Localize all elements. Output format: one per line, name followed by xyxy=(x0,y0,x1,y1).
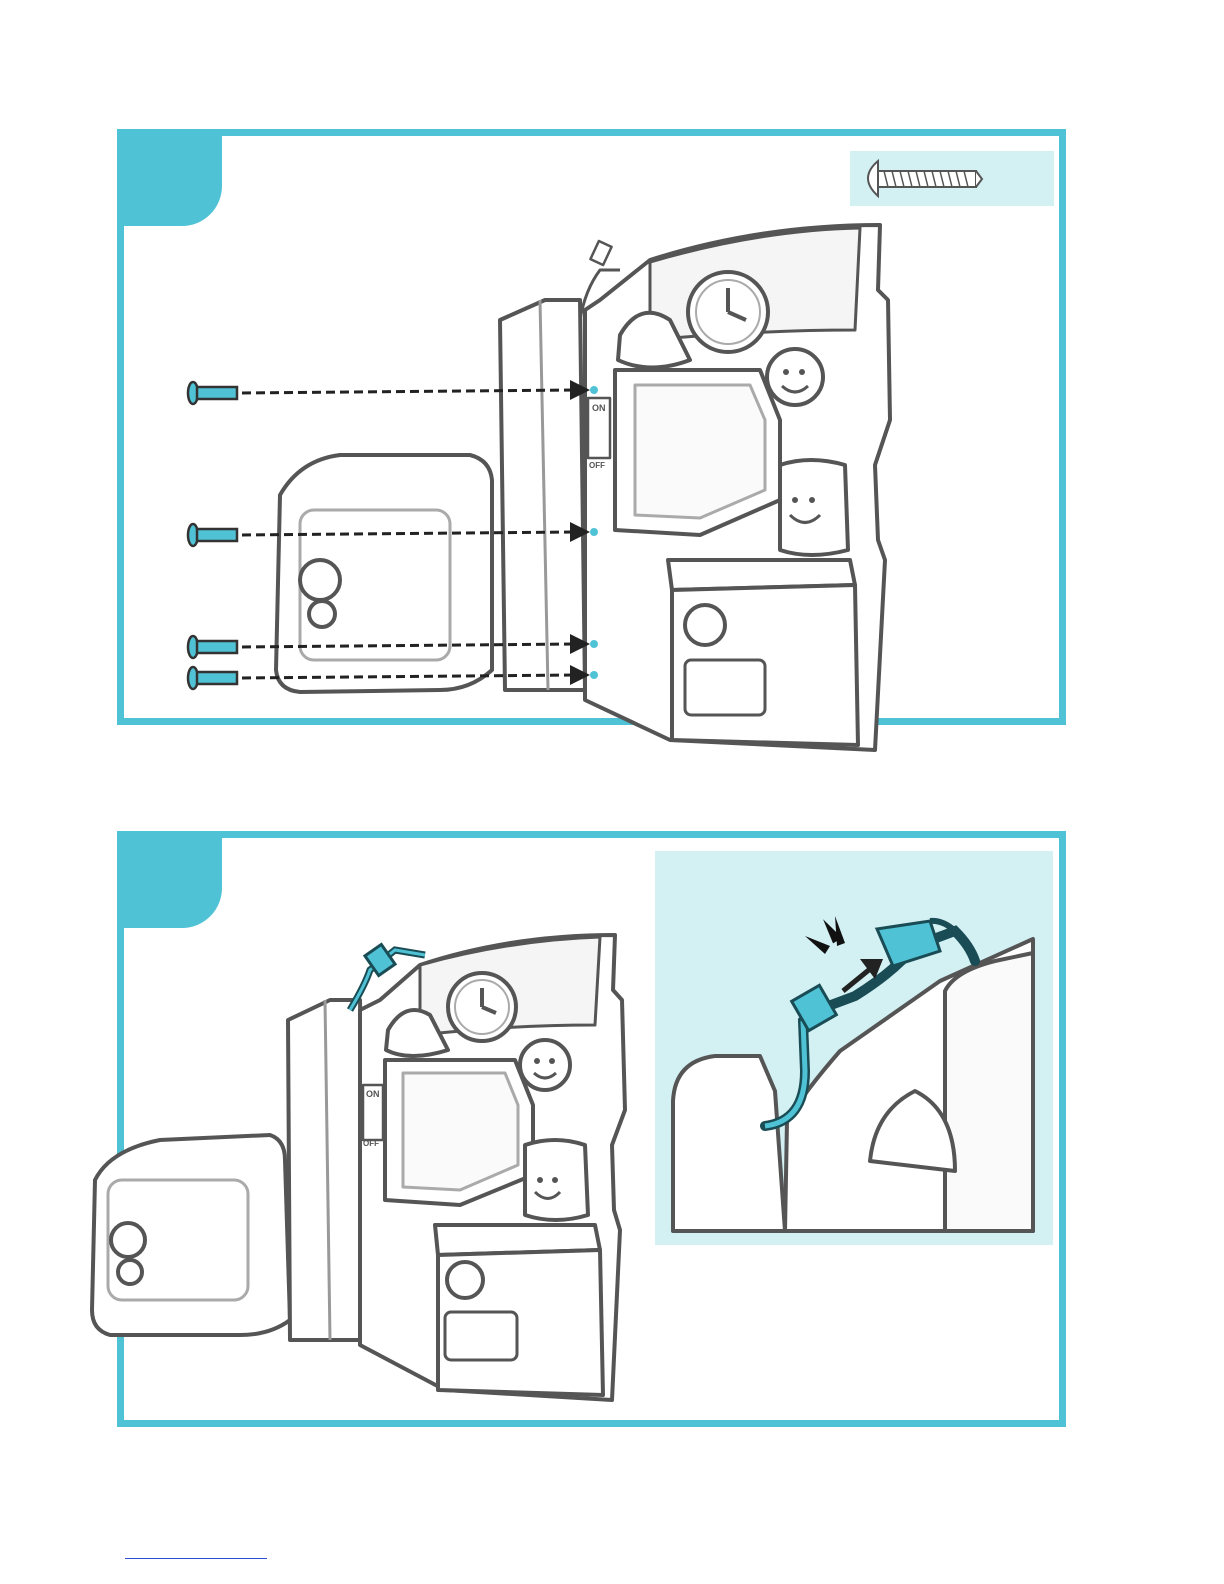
smiley-face-icon xyxy=(520,1040,570,1090)
footer-link-underline xyxy=(125,1558,267,1559)
svg-text:ON: ON xyxy=(366,1089,380,1099)
svg-text:OFF: OFF xyxy=(363,1139,379,1148)
